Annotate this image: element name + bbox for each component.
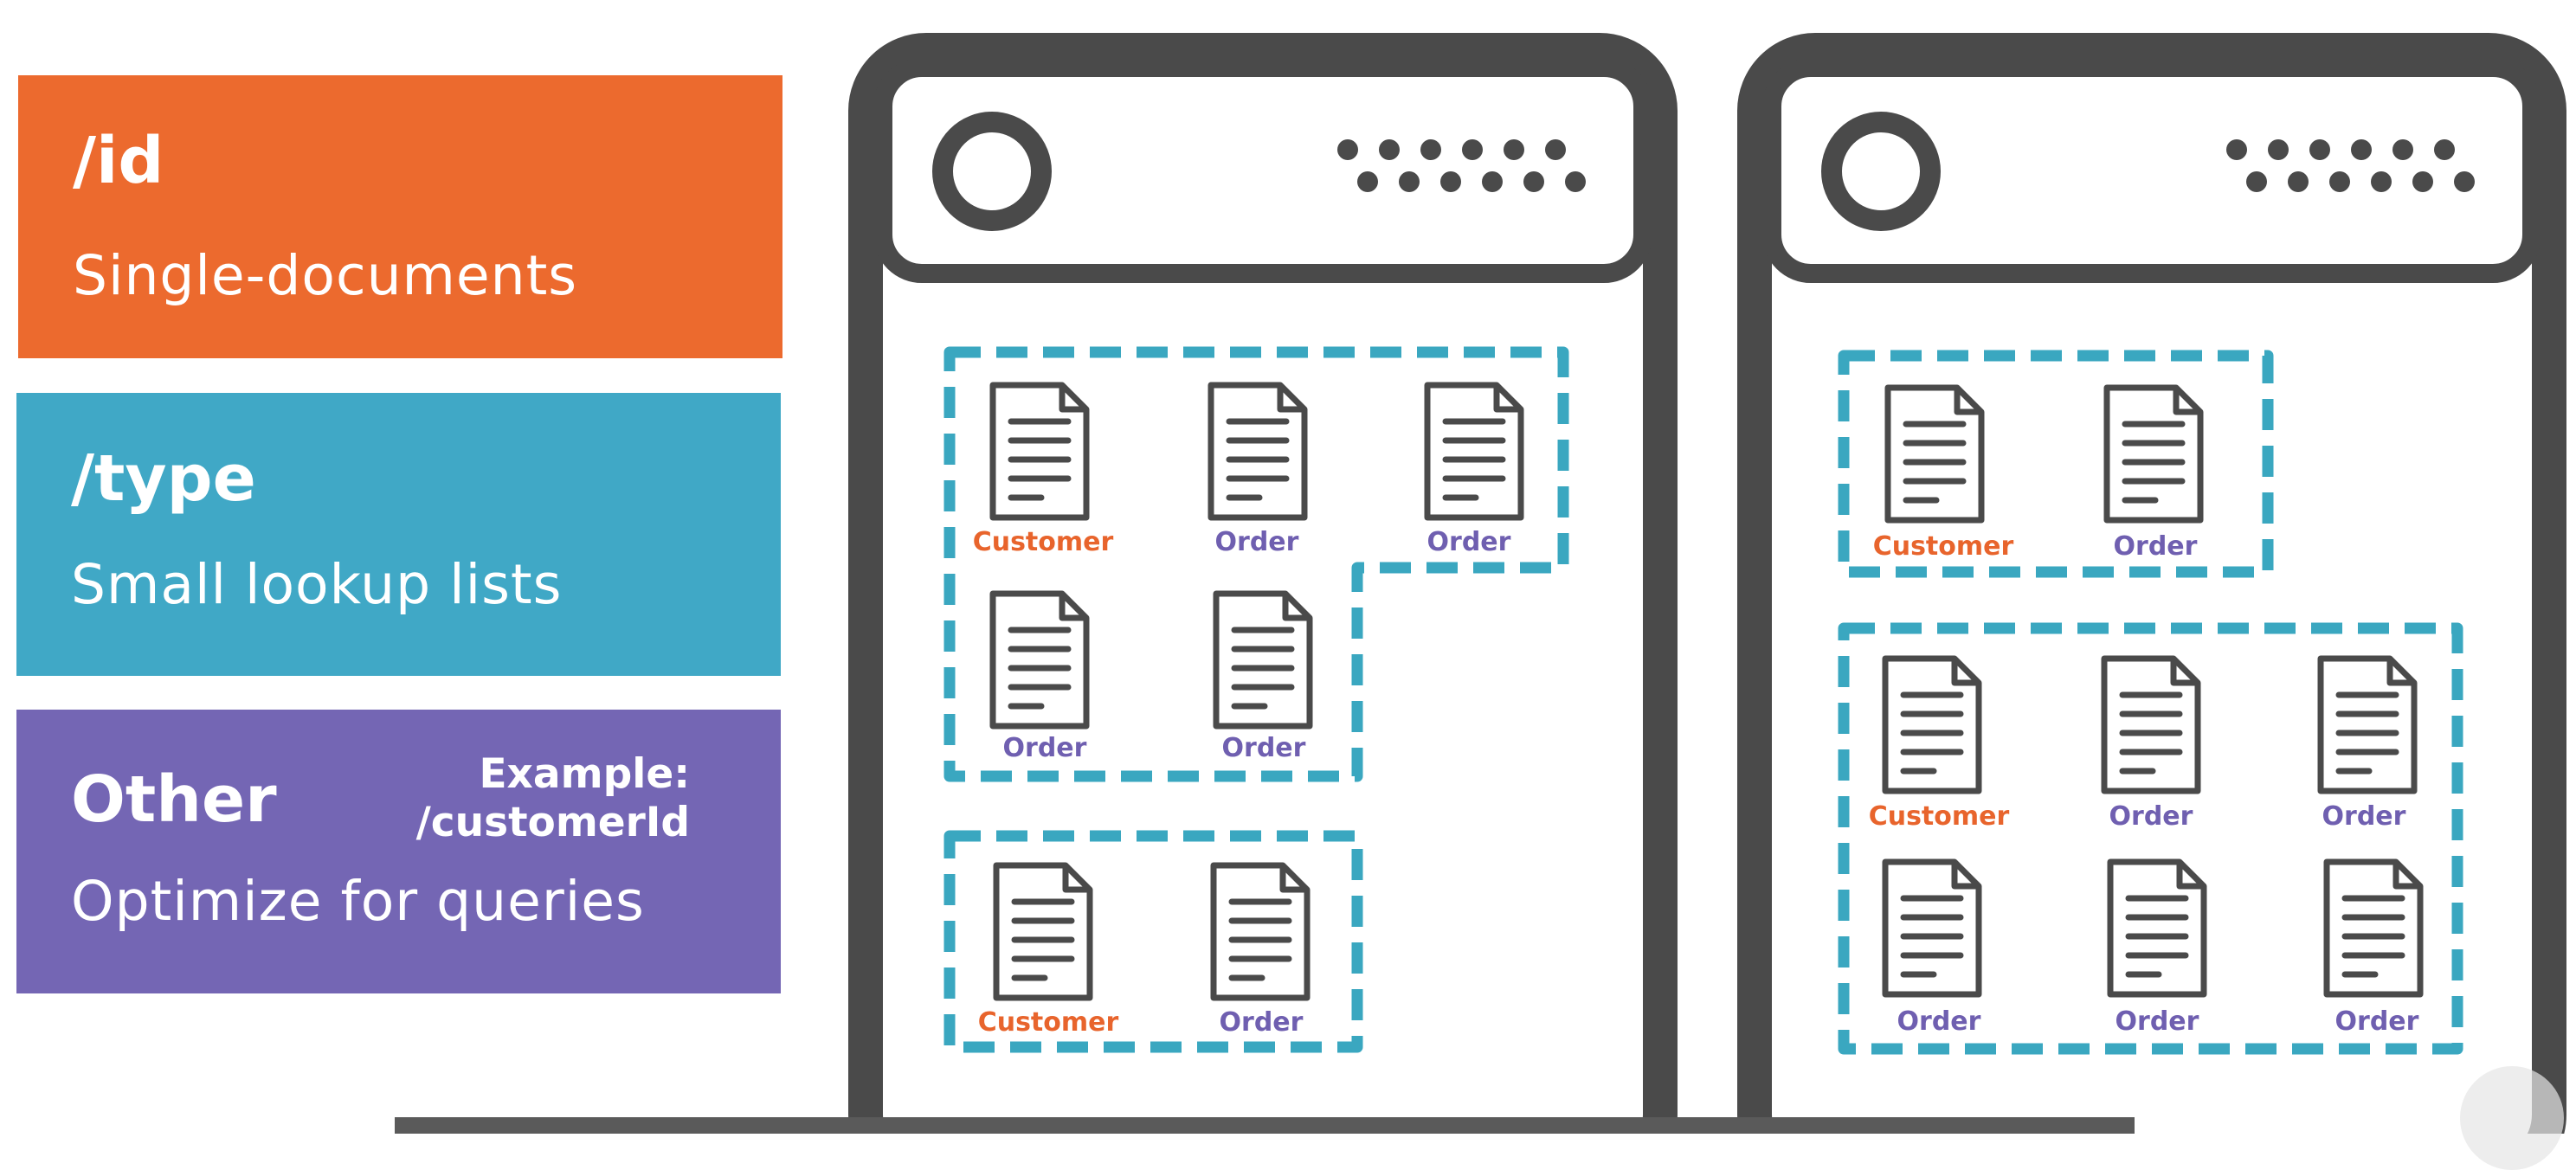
other-example: Example: /customerId (416, 750, 690, 848)
document-label: Order (1427, 527, 1511, 557)
document-label: Order (1220, 1007, 1304, 1038)
document-customer: Customer (978, 865, 1119, 1038)
type-description: Small lookup lists (71, 553, 563, 616)
play-icon[interactable] (2460, 1066, 2564, 1170)
document-order: Order (1885, 862, 1981, 1037)
document-icon (2104, 659, 2198, 791)
video-progress-bar[interactable] (395, 1117, 2135, 1134)
partition-diagram: Customer Order Order Order Order Custome… (848, 33, 2566, 1134)
document-label: Order (2114, 531, 2198, 562)
document-icon (993, 385, 1086, 518)
other-example-value: /customerId (415, 799, 690, 847)
document-label: Customer (978, 1007, 1119, 1038)
type-title: /type (71, 441, 256, 516)
document-icon (1216, 594, 1310, 726)
document-icon (2107, 388, 2200, 520)
document-customer: Customer (1873, 388, 2014, 562)
document-order: Order (1216, 594, 1310, 763)
id-description: Single-documents (73, 244, 578, 307)
document-label: Order (1222, 733, 1306, 763)
document-icon (1888, 388, 1981, 520)
document-label: Order (2109, 801, 2193, 832)
document-label: Order (2116, 1006, 2199, 1037)
partition-group (943, 830, 1363, 1053)
document-label: Order (2335, 1006, 2419, 1037)
other-title: Other (71, 762, 277, 837)
document-customer: Customer (1869, 659, 2010, 832)
document-order: Order (1427, 385, 1521, 557)
partition-group (1838, 622, 2463, 1055)
document-icon (1885, 659, 1979, 791)
document-order: Order (1214, 865, 1307, 1038)
document-icon (2327, 862, 2420, 994)
document-order: Order (993, 594, 1087, 763)
document-icon (1214, 865, 1307, 998)
document-icon (1885, 862, 1979, 994)
partition-group (943, 346, 1569, 782)
document-icon (2110, 862, 2204, 994)
other-example-label: Example: (479, 750, 690, 798)
document-label: Order (1003, 733, 1087, 763)
document-label: Order (2322, 801, 2406, 832)
document-order: Order (2327, 862, 2420, 1037)
type-card: /type Small lookup lists (16, 393, 781, 676)
document-icon (996, 865, 1090, 998)
document-order: Order (2321, 659, 2414, 832)
document-icon (1211, 385, 1304, 518)
document-order: Order (2110, 862, 2204, 1037)
id-title: /id (73, 124, 164, 198)
document-label: Customer (1869, 801, 2010, 832)
id-card: /id Single-documents (18, 75, 782, 358)
document-label: Customer (973, 527, 1114, 557)
other-card: Other Example: /customerId Optimize for … (16, 710, 781, 993)
document-icon (2321, 659, 2414, 791)
document-order: Order (2104, 659, 2198, 832)
document-label: Order (1215, 527, 1299, 557)
document-customer: Customer (973, 385, 1114, 557)
document-label: Customer (1873, 531, 2014, 562)
document-label: Order (1897, 1006, 1981, 1037)
document-order: Order (1211, 385, 1304, 557)
other-description: Optimize for queries (71, 870, 645, 933)
document-icon (1427, 385, 1521, 518)
document-icon (993, 594, 1086, 726)
partition-group (1838, 350, 2274, 578)
document-order: Order (2107, 388, 2200, 562)
